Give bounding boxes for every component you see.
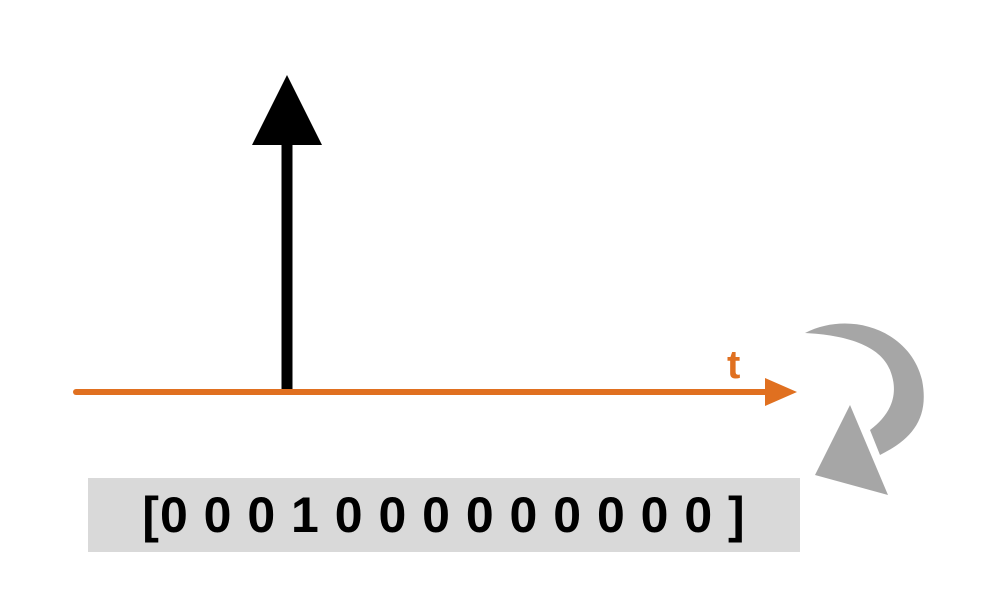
time-axis-arrowhead-icon [765, 378, 797, 406]
time-axis-label: t [727, 343, 740, 387]
impulse-arrowhead-icon [252, 75, 322, 145]
curved-arrow-icon [805, 323, 924, 495]
sample-vector: [0 0 0 1 0 0 0 0 0 0 0 0 0 ] [88, 478, 800, 552]
